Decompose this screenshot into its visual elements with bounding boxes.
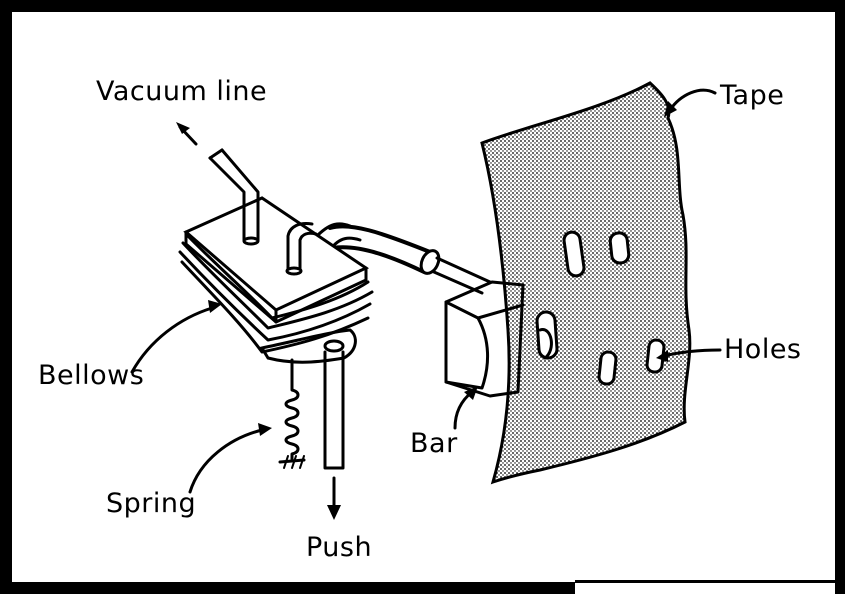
bar-label: Bar: [410, 428, 458, 459]
vacuum-arrow: [176, 122, 198, 146]
tape-label: Tape: [719, 80, 784, 111]
tape-leader: [664, 88, 717, 117]
tape-hole: [597, 350, 618, 386]
tape: [480, 81, 692, 485]
tape-hole: [535, 310, 559, 360]
holes-label: Holes: [724, 334, 802, 365]
tape-hole: [562, 230, 586, 278]
vacuum-line-label: Vacuum line: [96, 76, 267, 107]
push-label: Push: [306, 532, 372, 563]
tape-hole: [608, 231, 631, 265]
bellows-label: Bellows: [38, 360, 144, 391]
bellows: [178, 196, 374, 364]
vacuum-pipe: [208, 148, 318, 276]
bellows-leader: [130, 300, 222, 374]
bar: [444, 280, 553, 398]
push-arrow: [327, 476, 341, 520]
bar-leader: [453, 386, 478, 430]
connecting-tube: [313, 222, 492, 295]
spring: [278, 358, 306, 469]
spring-leader: [188, 423, 272, 494]
spring-label: Spring: [106, 488, 196, 519]
holes-leader: [656, 348, 722, 362]
push-rod: [323, 339, 345, 470]
